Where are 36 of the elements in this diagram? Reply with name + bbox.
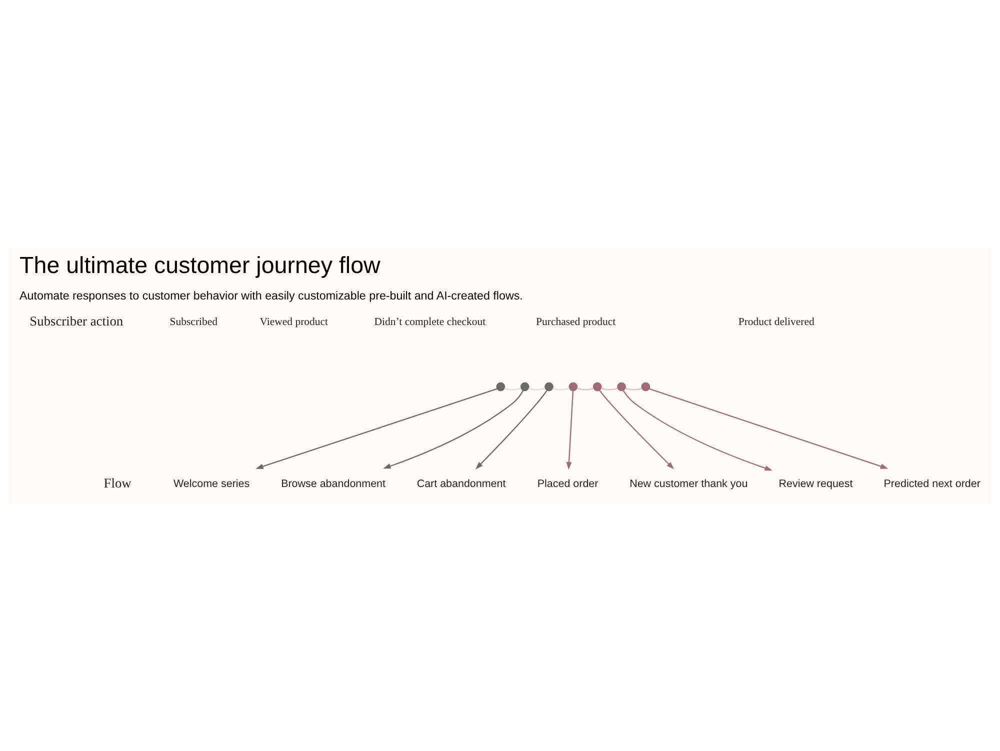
connector	[504, 387, 522, 390]
node-text: Review request	[778, 478, 853, 490]
arrow	[566, 390, 574, 470]
node-circle	[520, 382, 530, 391]
connector	[600, 387, 618, 390]
node-circle	[496, 382, 506, 391]
connector	[576, 387, 594, 390]
diagram-title: The ultimate customer journey flow	[20, 251, 380, 278]
node-circle	[568, 382, 578, 391]
connector	[625, 387, 642, 390]
arrow	[598, 389, 674, 469]
label: Viewed product	[260, 316, 328, 328]
connector	[552, 387, 570, 390]
node-text: New customer thank you	[630, 478, 748, 490]
arrow	[256, 388, 498, 468]
label: Product delivered	[738, 316, 814, 328]
label: Purchased product	[536, 316, 616, 328]
node-text: Welcome series	[173, 478, 250, 490]
node-text: Browse abandonment	[281, 478, 386, 490]
label: Subscribed	[170, 316, 218, 328]
node-circle	[544, 382, 554, 391]
connector	[528, 387, 546, 390]
caption: Automate responses to customer behavior with easily customizable pre-built and AI-created flows.	[20, 288, 523, 302]
node-text: Cart abandonment	[416, 478, 506, 490]
arrow	[383, 390, 524, 468]
node-circle	[641, 382, 650, 391]
label: Subscriber action	[30, 312, 124, 328]
node-circle	[617, 382, 626, 391]
arrow	[475, 390, 548, 469]
label: Didn’t complete checkout	[374, 316, 486, 328]
node-circle	[592, 382, 602, 391]
node-text: Placed order	[537, 478, 598, 490]
arrow	[649, 388, 888, 468]
arrow	[622, 390, 772, 470]
node-text: Predicted next order	[884, 478, 980, 490]
label: Flow	[104, 474, 132, 490]
